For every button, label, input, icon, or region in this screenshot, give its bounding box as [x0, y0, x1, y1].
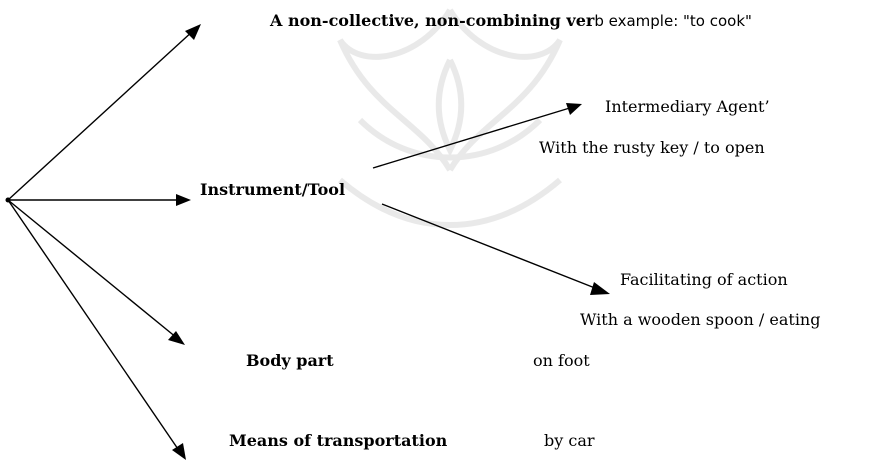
instrument-label-bold: Instrum	[200, 180, 273, 199]
body-part-example: on foot	[533, 351, 590, 370]
transport-example: by car	[544, 431, 595, 450]
body-part-label: Body part	[246, 351, 334, 370]
intermediary-example: With the rusty key / to open	[539, 138, 765, 157]
transport-label: Means of transportation	[229, 431, 448, 450]
connector-body-part	[7, 199, 178, 339]
connector-transport	[7, 199, 181, 453]
intermediary-title: Intermediary Agent’	[605, 97, 770, 116]
arrowhead-intermediary	[566, 103, 582, 115]
arrowhead-transport	[172, 443, 186, 460]
connector-intermediary	[372, 106, 574, 169]
top-label: A non-collective, non-combining verb exa…	[270, 11, 752, 31]
watermark-emblem	[337, 8, 563, 228]
instrument-label: Instrument/Tool	[200, 180, 345, 200]
facilitating-example: With a wooden spoon / eating	[580, 310, 821, 329]
instrument-label-rest: ent/Tool	[272, 180, 346, 199]
connector-top	[7, 29, 195, 201]
arrowhead-instrument	[176, 194, 191, 206]
connector-facilitating	[381, 203, 601, 291]
arrowhead-top	[185, 24, 201, 40]
top-label-bold: A non-collective, non-combining ver	[270, 11, 595, 30]
origin-point	[5, 197, 11, 203]
arrowhead-facilitating	[590, 282, 610, 295]
facilitating-title: Facilitating of action	[620, 270, 788, 289]
top-label-plain: b example: "to cook"	[594, 12, 752, 30]
arrowhead-body-part	[168, 331, 185, 345]
